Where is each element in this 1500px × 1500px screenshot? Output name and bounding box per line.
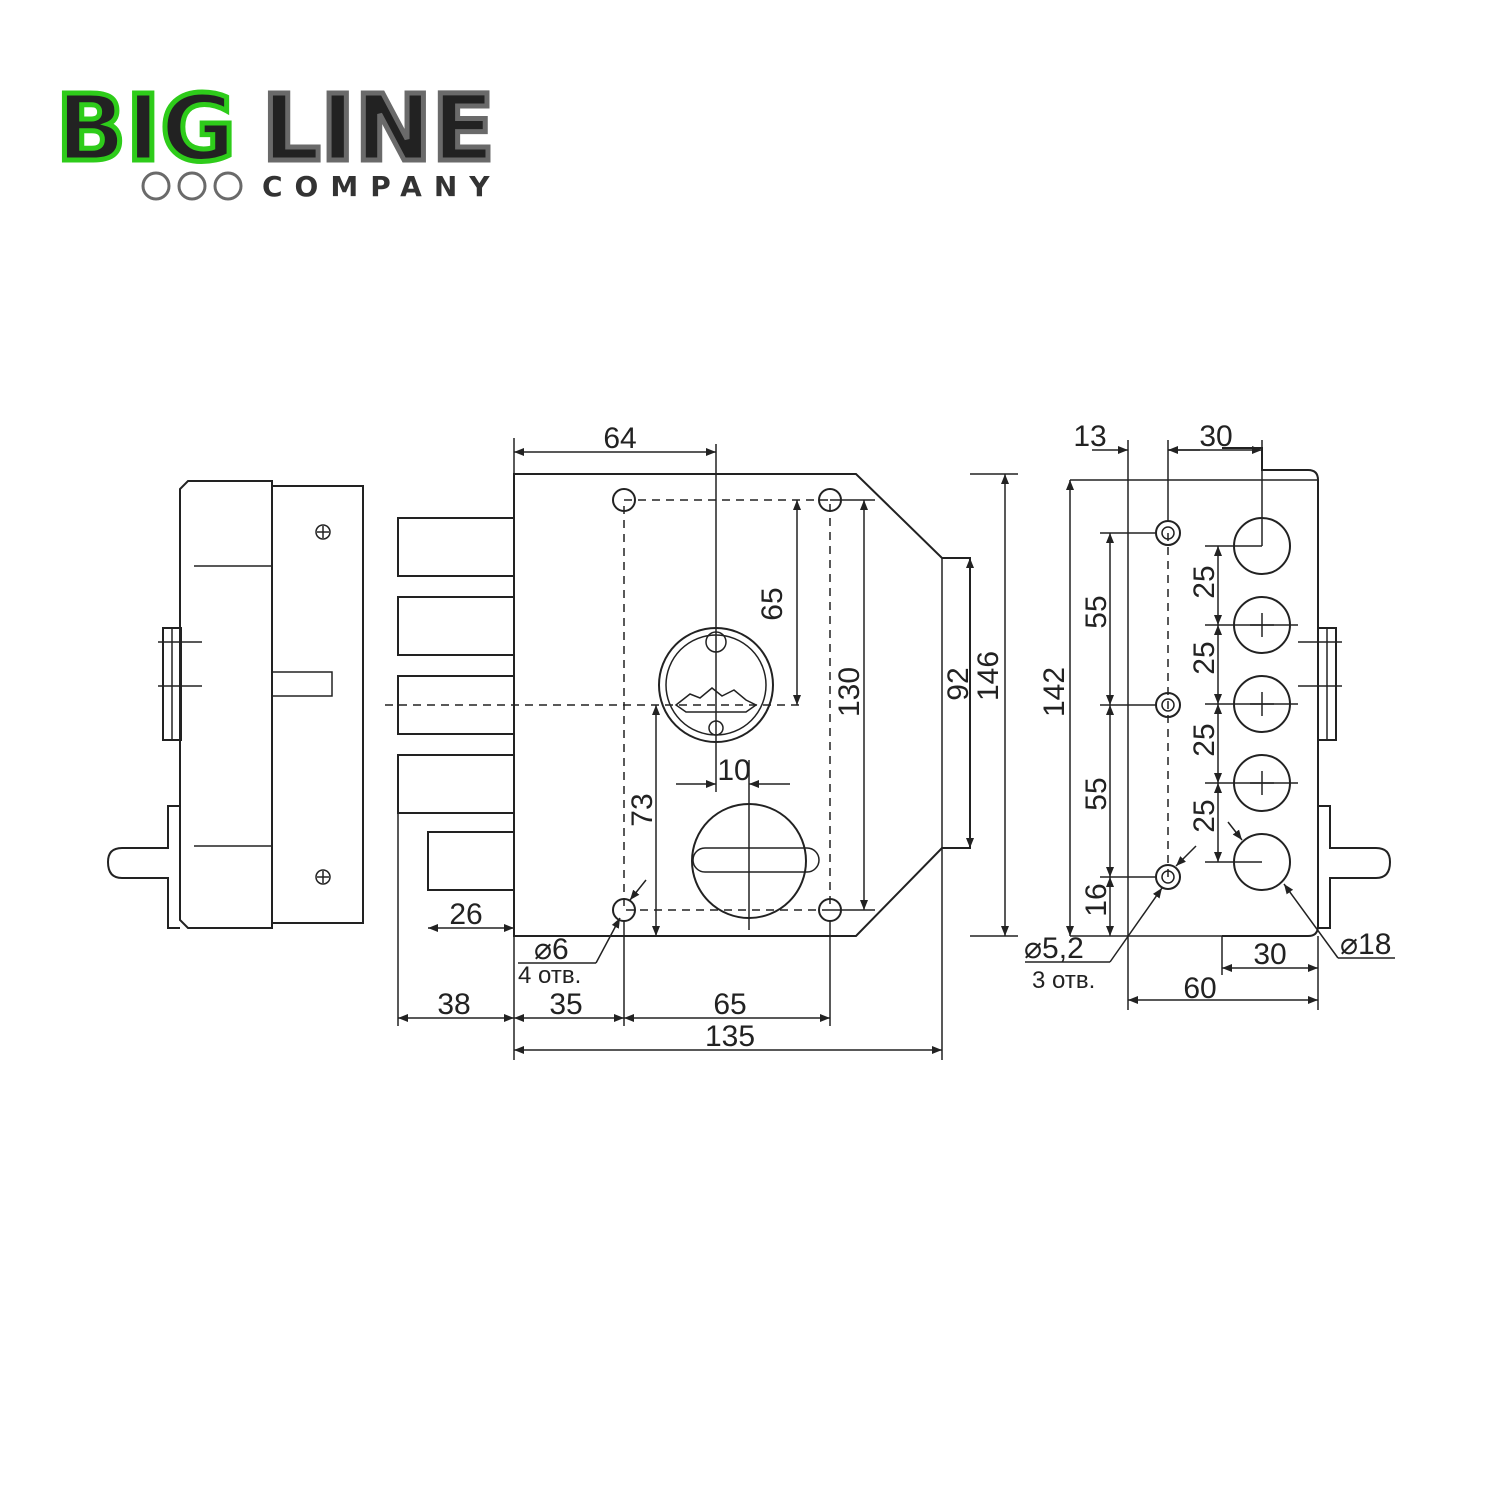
front-dimension-labels: 64 65 130 92 146 73 10 26 38 35 65 135 ⌀… <box>437 422 1005 1053</box>
dim-25-c: 25 <box>1188 723 1221 756</box>
dim-25-d: 25 <box>1188 799 1221 832</box>
dim-38: 38 <box>437 988 470 1021</box>
keyway-icon <box>674 687 758 713</box>
note-hole-6-count: 4 отв. <box>518 962 581 989</box>
note-hole-5-2-count: 3 отв. <box>1032 967 1095 994</box>
dim-35: 35 <box>549 988 582 1021</box>
bolt <box>397 517 515 577</box>
dim-10: 10 <box>717 754 750 787</box>
logo-circle-icon <box>141 171 171 201</box>
dim-25-a: 25 <box>1188 565 1221 598</box>
dim-60: 60 <box>1183 972 1216 1005</box>
side-view-left <box>106 480 364 929</box>
front-dimension-lines <box>397 438 1018 1060</box>
front-view <box>385 444 971 937</box>
logo-circle-icon <box>177 171 207 201</box>
dim-55-bottom: 55 <box>1080 777 1113 810</box>
note-hole-5-2: ⌀5,2 <box>1024 932 1084 965</box>
note-hole-18: ⌀18 <box>1340 928 1391 961</box>
dim-64: 64 <box>603 422 636 455</box>
dim-130: 130 <box>833 667 866 717</box>
dim-30-top: 30 <box>1199 420 1232 453</box>
dim-73: 73 <box>626 793 659 826</box>
dim-30-bottom: 30 <box>1253 938 1286 971</box>
dim-65-vertical: 65 <box>756 587 789 620</box>
dim-13: 13 <box>1073 420 1106 453</box>
dim-26: 26 <box>449 898 482 931</box>
logo-word-line: LINE <box>262 75 495 182</box>
dim-25-b: 25 <box>1188 641 1221 674</box>
dim-135: 135 <box>705 1020 755 1053</box>
end-view-right <box>1070 447 1392 937</box>
end-dimension-labels: 13 30 142 55 55 16 25 25 25 25 30 60 ⌀5,… <box>1024 420 1391 1005</box>
dim-142: 142 <box>1038 667 1071 717</box>
dim-55-top: 55 <box>1080 595 1113 628</box>
logo-subtitle: COMPANY <box>262 170 502 203</box>
latch-bolt <box>427 831 515 891</box>
company-logo: BIG LINE COMPANY <box>54 73 502 204</box>
end-dimension-lines <box>1025 440 1395 1010</box>
dim-16: 16 <box>1080 883 1113 916</box>
mounting-hole <box>612 488 636 512</box>
dim-146: 146 <box>972 651 1005 701</box>
bolt <box>397 596 515 656</box>
dim-65-horizontal: 65 <box>713 988 746 1021</box>
logo-word-big: BIG <box>56 75 236 182</box>
note-hole-6: ⌀6 <box>534 933 569 966</box>
bolt <box>397 754 515 814</box>
dim-92: 92 <box>942 667 975 700</box>
logo-circle-icon <box>213 171 243 201</box>
